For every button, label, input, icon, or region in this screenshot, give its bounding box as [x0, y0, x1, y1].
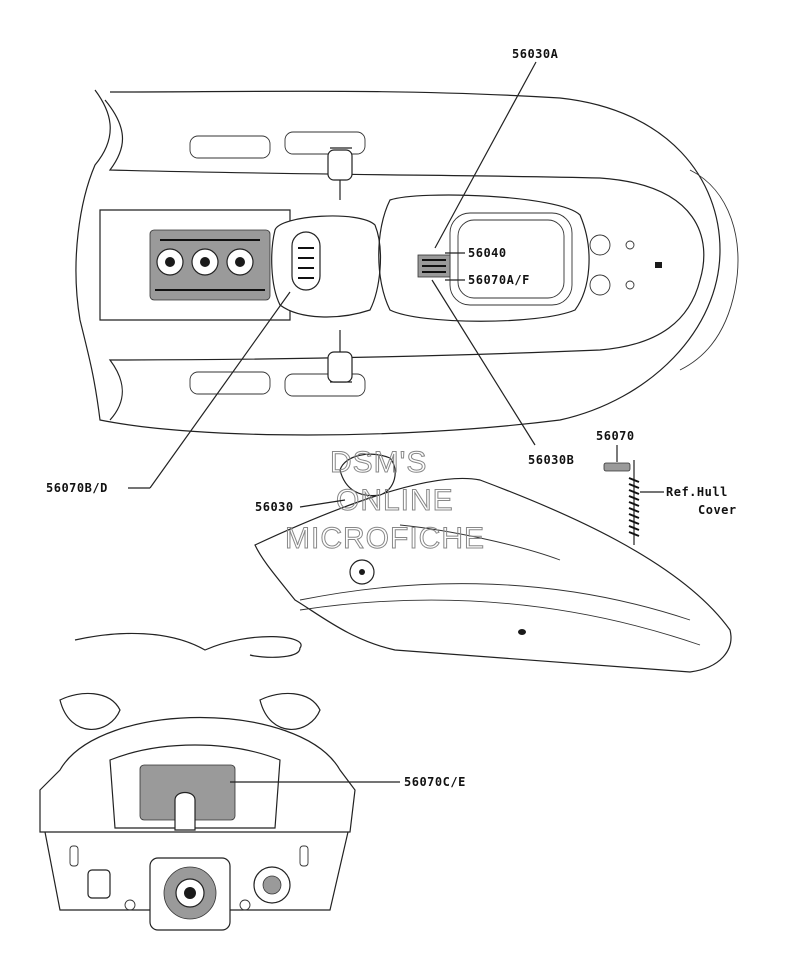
label-56070BD: 56070B/D — [46, 481, 108, 495]
leader-56030 — [299, 499, 346, 508]
watermark-line-2: ONLINE — [336, 484, 454, 517]
side-view-watercraft — [254, 453, 732, 673]
watermark-line-1: DSM'S — [330, 446, 427, 479]
jet-pump — [149, 857, 231, 931]
watermark: DSM'S ONLINE MICROFICHE — [285, 446, 485, 556]
label-56030B: 56030B — [528, 453, 574, 467]
leader-56030B — [431, 279, 536, 446]
label-ref-hull-line2: Cover — [698, 503, 737, 517]
engine-block — [149, 229, 271, 301]
decal-56070 — [603, 462, 631, 472]
leader-56030A — [434, 61, 537, 249]
label-56070AF: 56070A/F — [468, 273, 530, 287]
part-labels: 56030A 56040 56070A/F 56030B 56070B/D 56… — [46, 47, 737, 789]
top-view-watercraft — [75, 89, 739, 436]
watermark-line-3: MICROFICHE — [285, 522, 485, 555]
label-ref-hull-line1: Ref.Hull — [666, 485, 728, 499]
label-56070CE: 56070C/E — [404, 775, 466, 789]
rear-view-watercraft — [39, 632, 356, 931]
label-56030: 56030 — [255, 500, 294, 514]
label-56070: 56070 — [596, 429, 635, 443]
leader-lines — [128, 61, 664, 783]
hull-cover-spring — [628, 460, 640, 545]
label-56040: 56040 — [468, 246, 507, 260]
leader-56070BD — [149, 291, 291, 489]
label-56030A: 56030A — [512, 47, 559, 61]
